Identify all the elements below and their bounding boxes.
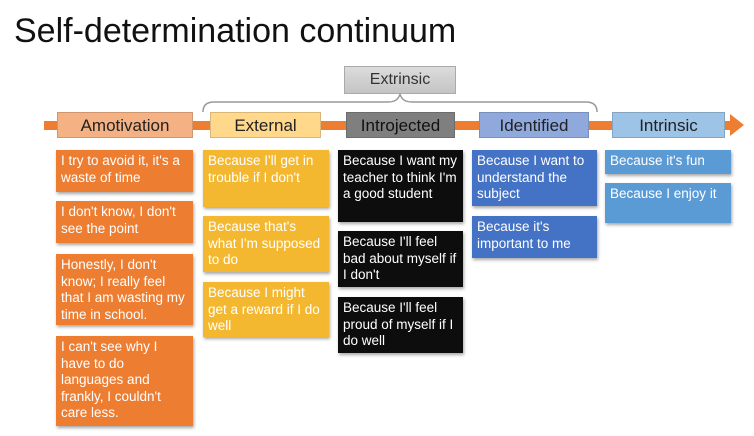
example-card: I can't see why I have to do languages a… (56, 336, 193, 426)
example-card: I try to avoid it, it's a waste of time (56, 150, 193, 192)
example-card: Because I want my teacher to think I'm a… (338, 150, 463, 222)
stage-header-introjected: Introjected (346, 112, 455, 138)
example-card: Because I'll feel proud of myself if I d… (338, 297, 463, 353)
stage-header-identified: Identified (479, 112, 589, 138)
stage-header-external: External (210, 112, 321, 138)
extrinsic-brace (202, 93, 598, 113)
example-card: Honestly, I don't know; I really feel th… (56, 254, 193, 325)
example-card: Because it's important to me (472, 216, 597, 258)
page-title: Self-determination continuum (14, 12, 457, 50)
example-card: Because I might get a reward if I do wel… (203, 282, 329, 337)
example-card: Because I'll feel bad about myself if I … (338, 231, 463, 287)
example-card: Because I'll get in trouble if I don't (203, 150, 329, 207)
example-card: Because I want to understand the subject (472, 150, 597, 206)
stage-header-amotivation: Amotivation (57, 112, 193, 138)
example-card: I don't know, I don't see the point (56, 201, 193, 243)
example-card: Because that's what I'm supposed to do (203, 216, 329, 272)
example-card: Because I enjoy it (605, 183, 731, 223)
extrinsic-label: Extrinsic (344, 66, 456, 94)
arrow-head-icon (730, 114, 744, 136)
example-card: Because it's fun (605, 150, 731, 174)
stage-header-intrinsic: Intrinsic (612, 112, 725, 138)
